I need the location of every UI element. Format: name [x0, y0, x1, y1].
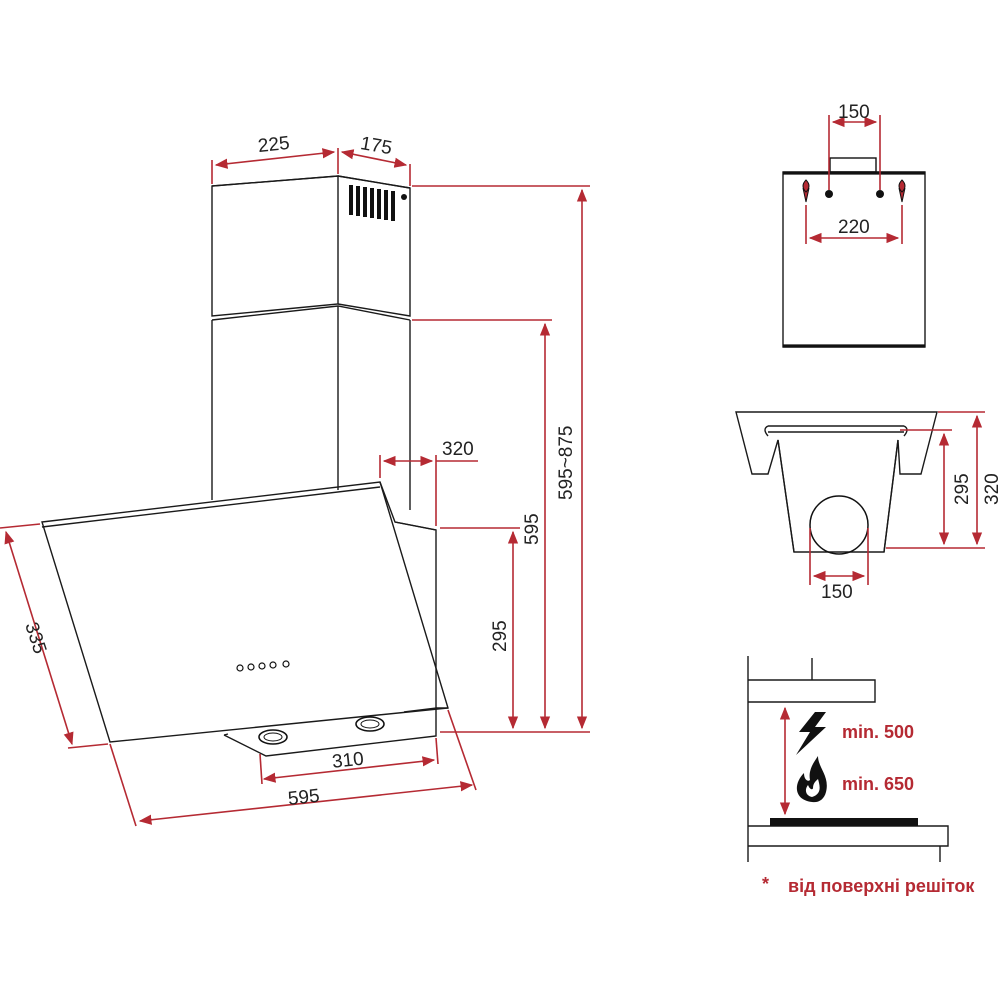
mount-bracket	[829, 157, 877, 173]
lightning-icon	[796, 712, 826, 755]
flame-icon	[796, 756, 827, 803]
dim-320-label: 320	[442, 439, 474, 460]
light-left	[258, 729, 288, 745]
hob-surface	[770, 818, 918, 826]
control-button	[258, 662, 266, 670]
chimney-lower	[211, 305, 411, 510]
dim-glass-depth: 335	[0, 523, 109, 749]
screw-right	[898, 179, 906, 203]
min-650-label: min. 650	[842, 774, 914, 794]
dim-depth: 320	[379, 439, 478, 526]
control-button	[236, 664, 244, 672]
screw-left	[802, 179, 810, 203]
dim-side-320-label: 320	[982, 473, 1000, 505]
side-view: 295 320 150	[735, 411, 1000, 603]
dim-body-height: 595	[412, 319, 552, 730]
chimney-upper	[211, 175, 411, 317]
dim-225-label: 225	[257, 133, 291, 157]
control-button	[282, 660, 290, 668]
dim-outlet-height: 295	[440, 527, 520, 730]
mount-hole-right	[876, 190, 884, 198]
dim-175-label: 175	[359, 133, 394, 159]
hood-side-body	[379, 481, 448, 709]
dim-mount-150-label: 150	[838, 102, 870, 123]
control-buttons	[236, 660, 290, 672]
dim-filter-width: 310	[259, 737, 439, 785]
dim-595-body-label: 595	[522, 513, 543, 545]
dim-width: 595	[109, 709, 477, 827]
light-right	[355, 716, 385, 732]
dim-mount-220-label: 220	[838, 217, 870, 238]
outlet-circle	[809, 495, 869, 555]
control-button	[269, 661, 277, 669]
rear-view: 150 220	[782, 102, 926, 348]
install-view: min. 500 min. 650 * від поверхні решіток	[747, 656, 975, 896]
dim-side-150-label: 150	[821, 582, 853, 603]
control-button	[247, 663, 255, 671]
dim-595-875-label: 595~875	[556, 426, 577, 501]
footnote-text: від поверхні решіток	[788, 876, 975, 896]
dim-310-label: 310	[331, 749, 365, 773]
vent-grille	[349, 185, 407, 221]
footnote-asterisk: *	[762, 874, 769, 894]
dim-total-height: 595~875	[412, 185, 590, 733]
mount-hole-left	[825, 190, 833, 198]
bottom-plate	[223, 707, 437, 757]
dim-295-label: 295	[490, 620, 511, 652]
glass-panel	[41, 481, 449, 743]
dim-side-295-label: 295	[952, 473, 973, 505]
dim-335-label: 335	[20, 620, 50, 657]
min-500-label: min. 500	[842, 722, 914, 742]
main-hood-view: 225 175 595~875 595 295	[0, 133, 590, 827]
dim-595-width-label: 595	[287, 786, 321, 810]
dim-chimney-width: 225	[211, 133, 339, 184]
